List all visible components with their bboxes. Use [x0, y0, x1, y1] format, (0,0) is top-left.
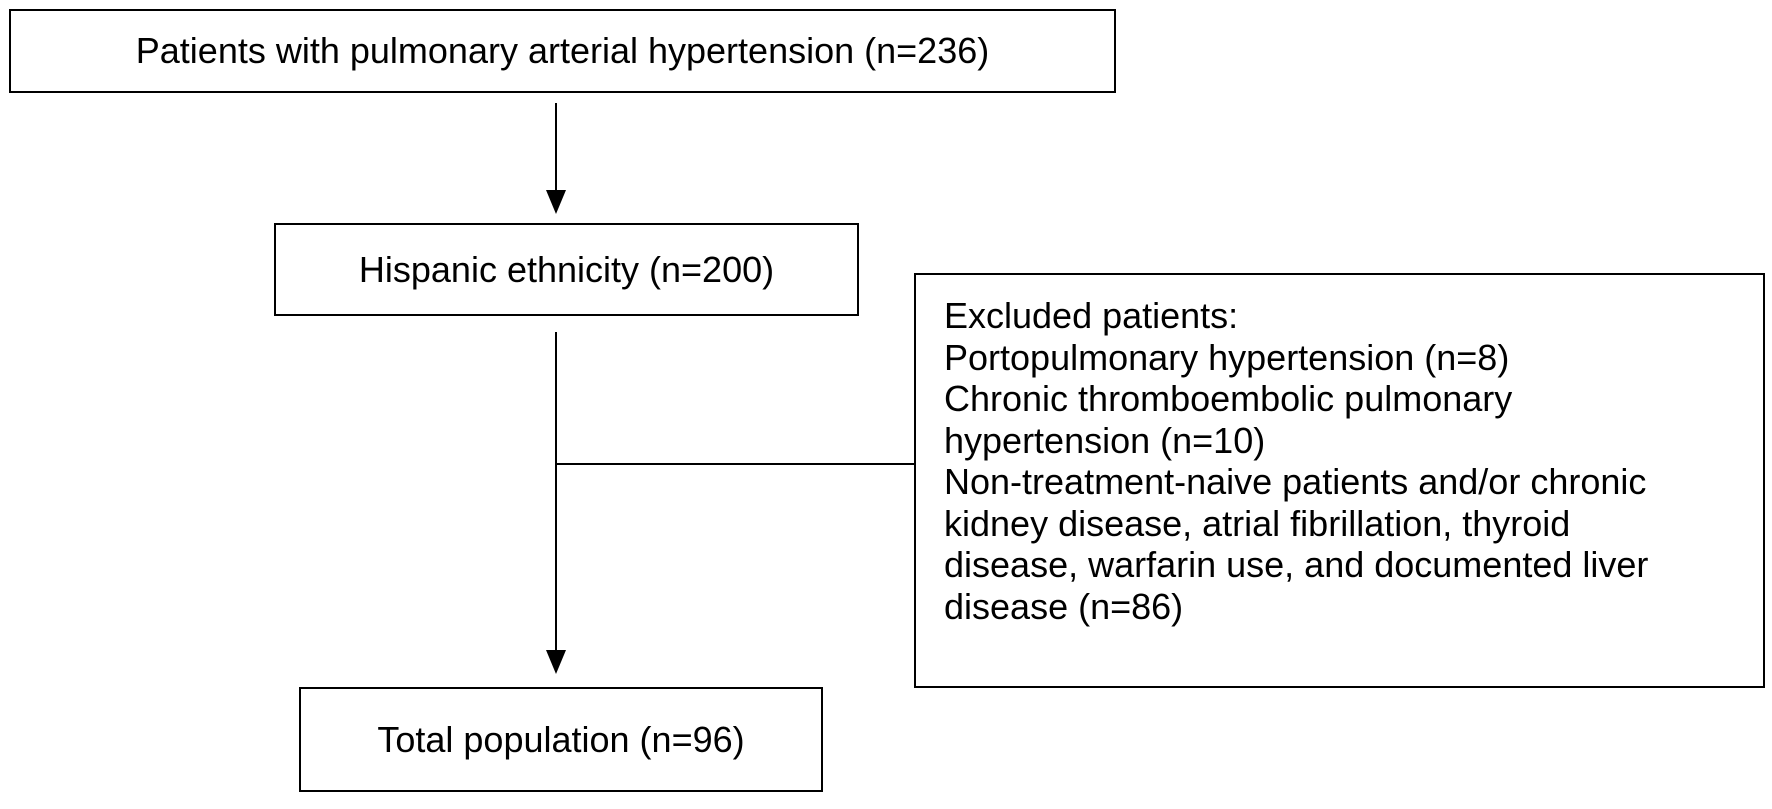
excluded-line: Chronic thromboembolic pulmonary [944, 378, 1513, 419]
node-excluded-patients: Excluded patients: Portopulmonary hypert… [914, 273, 1765, 688]
excluded-line: Non-treatment-naive patients and/or chro… [944, 461, 1647, 502]
excluded-line: disease (n=86) [944, 585, 1184, 627]
node-hispanic-ethnicity-label: Hispanic ethnicity (n=200) [358, 248, 775, 290]
excluded-line: kidney disease, atrial fibrillation, thy… [944, 502, 1571, 544]
excluded-line: Excluded patients: [944, 295, 1239, 336]
node-total-patients-label: Patients with pulmonary arterial hyperte… [135, 30, 990, 71]
excluded-line: Portopulmonary hypertension (n=8) [944, 336, 1510, 378]
arrowhead-2 [546, 650, 566, 674]
node-total-population-label: Total population (n=96) [377, 718, 745, 760]
excluded-line: hypertension (n=10) [944, 419, 1266, 461]
node-hispanic-ethnicity: Hispanic ethnicity (n=200) [274, 223, 859, 316]
node-total-patients: Patients with pulmonary arterial hyperte… [9, 9, 1116, 93]
arrowhead-1 [546, 190, 566, 214]
node-total-population: Total population (n=96) [299, 687, 823, 792]
excluded-line: disease, warfarin use, and documented li… [944, 544, 1649, 585]
